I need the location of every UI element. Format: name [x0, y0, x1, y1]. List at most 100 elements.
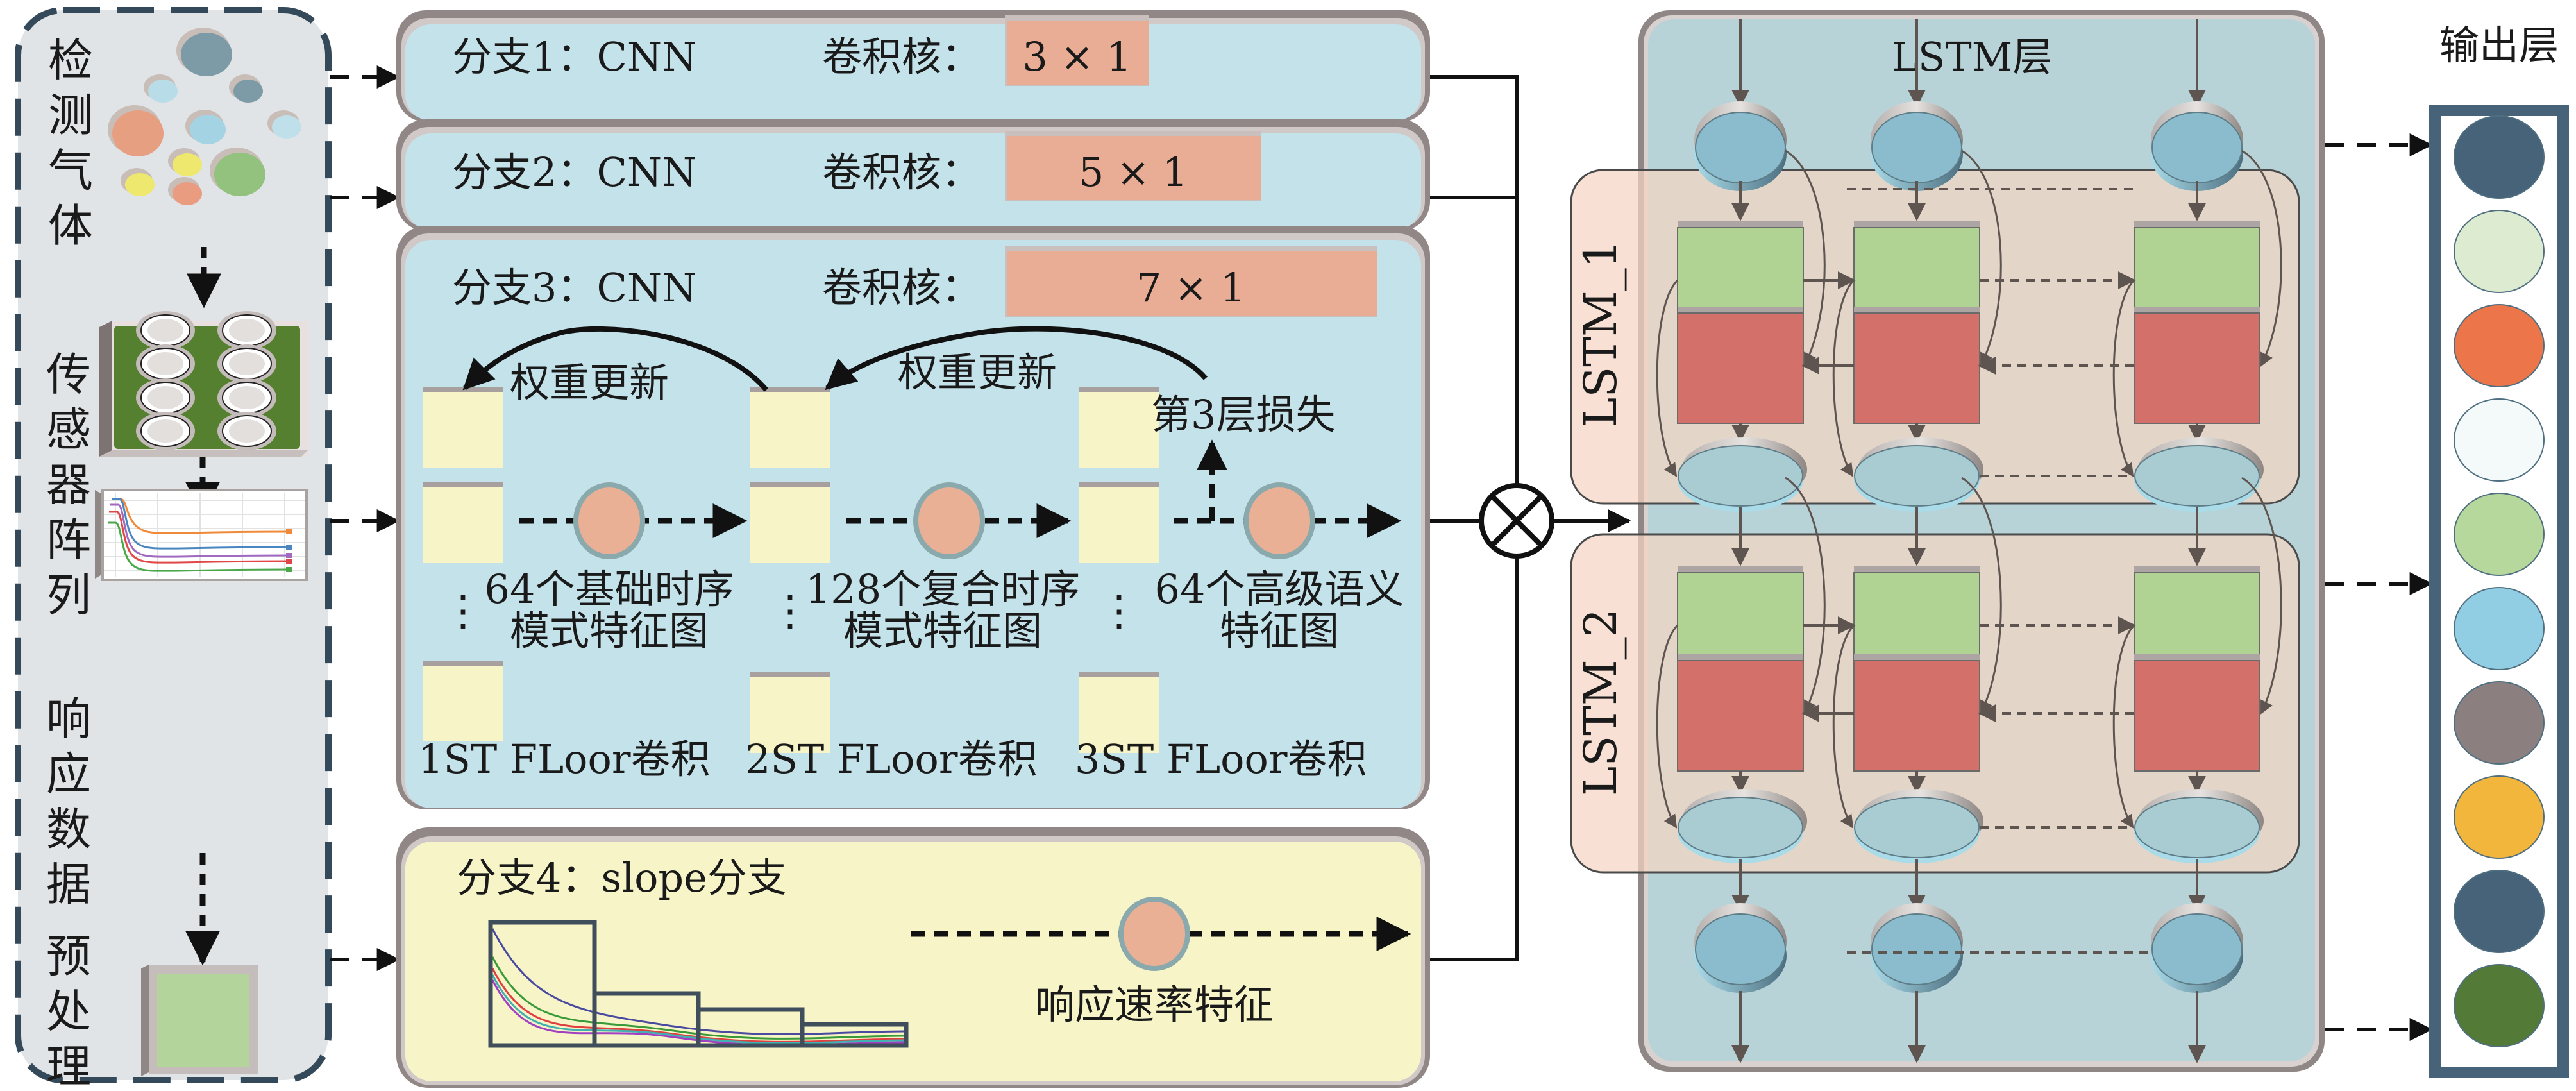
response-curve — [108, 521, 289, 572]
sensor-label-char: 阵 — [46, 514, 91, 566]
slope-curve — [491, 928, 905, 1035]
output-class-node — [2454, 681, 2545, 765]
output-class-node — [2454, 870, 2545, 953]
weight-update-arrow — [462, 326, 769, 392]
sensor-cell — [136, 311, 195, 350]
slope-staircase-icon — [488, 920, 909, 1048]
output-class-node — [2454, 775, 2545, 859]
sensor-cell — [217, 344, 276, 383]
slope-curve — [491, 974, 905, 1044]
fusion-multiply-icon — [1479, 483, 1554, 559]
output-class-node — [2454, 587, 2545, 670]
lstm-final-node — [1871, 903, 1963, 993]
lstm-curve-link — [1961, 149, 2002, 367]
weight-update-arrow — [825, 326, 1208, 391]
lstm-backward-cell — [1677, 307, 1804, 424]
sensor-cell — [136, 344, 195, 383]
feature-map-square — [1079, 387, 1159, 468]
branch1-kernel-size: 3 × 1 — [1022, 33, 1131, 80]
response-curve-end-marker — [286, 559, 292, 564]
feature-map-desc: 模式特征图 — [510, 607, 709, 654]
gas-bubble — [267, 110, 301, 139]
branch1-kernel-label: 卷积核： — [822, 33, 981, 80]
lstm-input-node — [2151, 101, 2243, 191]
branch1-kernel-box — [1007, 21, 1149, 85]
output-title: 输出层 — [2439, 22, 2559, 69]
response-curve — [110, 503, 289, 558]
lstm-title: LSTM层 — [1892, 33, 2052, 80]
feature-map-square — [423, 482, 503, 563]
response-curve-end-marker — [286, 545, 292, 550]
slope-curve — [491, 968, 905, 1043]
sensor-label-char: 传 — [46, 348, 91, 401]
branch1-panel: 分支1：CNN 卷积核： 3 × 1 — [396, 10, 1430, 122]
feature-map-desc: 模式特征图 — [843, 607, 1042, 654]
feature-map-square — [423, 661, 503, 741]
sensor-array-icon — [99, 311, 308, 457]
lstm-curve-link — [1961, 477, 2002, 715]
feature-map-square — [750, 672, 830, 753]
floor-label: 3ST FLoor卷积 — [1075, 736, 1367, 782]
slope-curve — [491, 956, 905, 1040]
lstm-panel: LSTM层 LSTM_1 LSTM_2 — [1570, 10, 2325, 1072]
sensor-cell — [217, 378, 276, 417]
weight-update-label: 权重更新 — [510, 359, 669, 406]
output-connectors — [2325, 133, 2433, 1041]
lstm-curve-link — [1785, 477, 1826, 715]
layer3-loss-label: 第3层损失 — [1151, 391, 1335, 438]
response-curve — [113, 498, 289, 534]
branch4-feature-label: 响应速率特征 — [1035, 981, 1274, 1028]
lstm2-label: LSTM_2 — [1574, 609, 1627, 796]
feature-map-square — [1079, 482, 1159, 563]
gas-bubble — [108, 105, 164, 156]
branch1-title: 分支1：CNN — [452, 33, 696, 80]
lstm-final-node — [2151, 903, 2243, 993]
preprocess-block-icon — [141, 965, 258, 1076]
weight-update-label: 权重更新 — [898, 349, 1057, 396]
branch2-kernel-box — [1007, 136, 1261, 200]
branch2-kernel-label: 卷积核： — [822, 149, 981, 196]
output-layer: 输出层 — [2429, 22, 2569, 1078]
preprocess-label-char: 预 — [46, 930, 91, 983]
lstm-backward-cell — [1853, 307, 1980, 424]
lstm-output-node — [1678, 437, 1807, 512]
branch2-kernel-size: 5 × 1 — [1079, 149, 1188, 196]
floor-label: 1ST FLoor卷积 — [418, 736, 710, 782]
output-class-node — [2454, 964, 2545, 1047]
output-class-node — [2454, 210, 2545, 293]
response-label-char: 响 — [46, 693, 91, 745]
lstm-input-node — [1694, 101, 1787, 191]
branch3-title: 分支3：CNN — [452, 264, 696, 311]
response-curve — [112, 498, 289, 550]
conv-node — [573, 482, 645, 559]
input-connectors — [330, 65, 400, 971]
branch3-kernel-box — [1007, 251, 1377, 316]
feature-map-desc: 64个高级语义 — [1155, 566, 1404, 613]
lstm-curve-link — [2241, 149, 2282, 367]
feature-map-desc: 特征图 — [1220, 607, 1339, 654]
sensor-cell — [217, 311, 276, 350]
sensor-cell — [217, 412, 276, 450]
preprocess-label: 预处理 — [46, 930, 91, 1091]
branch3-kernel-label: 卷积核： — [822, 264, 981, 311]
feature-map-square — [750, 482, 830, 563]
gas-bubble — [210, 148, 265, 196]
lstm1-label: LSTM_1 — [1574, 240, 1627, 427]
output-class-node — [2454, 304, 2545, 387]
sensor-label-char: 感 — [46, 403, 91, 456]
lstm-curve-link — [1832, 624, 1855, 829]
lstm-final-node — [1694, 903, 1787, 993]
ellipsis-dots: ⋮ — [769, 586, 811, 636]
output-class-node — [2454, 398, 2545, 482]
conv-node — [1243, 482, 1315, 559]
branch4-feature-node — [1118, 897, 1190, 971]
response-label-char: 数 — [46, 803, 91, 856]
output-class-node — [2454, 493, 2545, 576]
lstm-curve-link — [2241, 477, 2282, 715]
response-curve-end-marker — [286, 567, 292, 572]
lstm-output-node — [2134, 789, 2264, 863]
